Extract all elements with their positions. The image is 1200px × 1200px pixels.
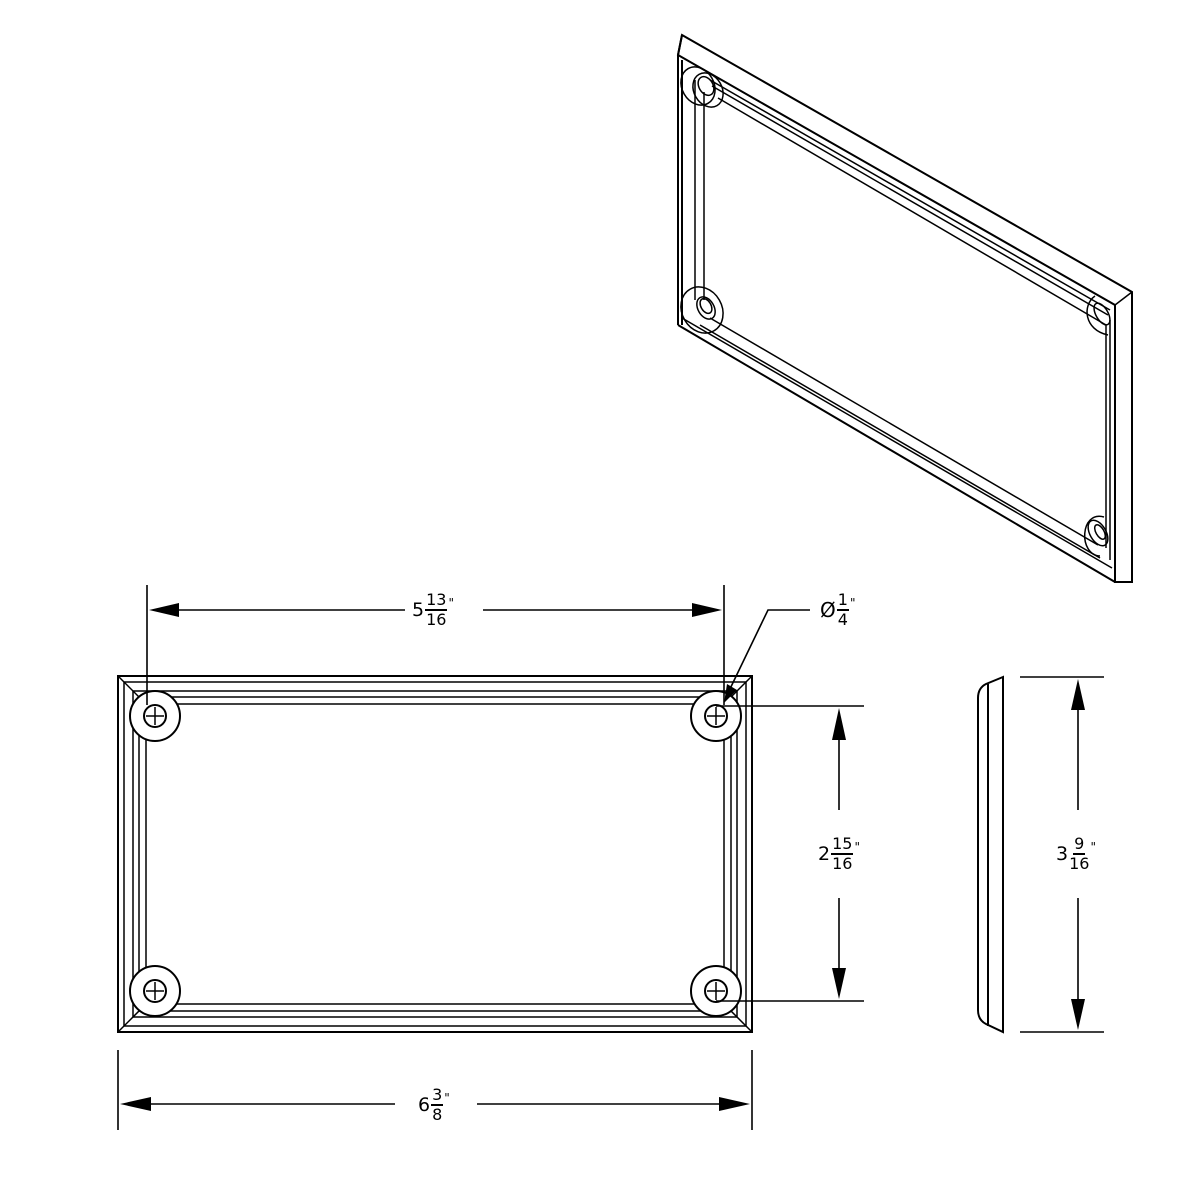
inch-mark: " xyxy=(849,596,856,610)
denominator: 8 xyxy=(432,1105,443,1124)
hole-top-right xyxy=(690,690,742,742)
denominator: 4 xyxy=(837,610,848,629)
numerator: 13 xyxy=(425,590,448,611)
denominator: 16 xyxy=(1069,854,1090,873)
iso-hole-bottom-left xyxy=(680,286,724,334)
numerator: 9 xyxy=(1073,834,1086,855)
label-hole-spacing-height: 2 15 16 " xyxy=(818,836,860,872)
numerator: 3 xyxy=(431,1085,444,1106)
fraction: 1 4 xyxy=(836,590,849,629)
whole-part: 6 xyxy=(418,1093,431,1116)
iso-hole-top-right xyxy=(1086,295,1111,336)
fraction: 9 16 xyxy=(1069,836,1089,872)
dim-hole-diameter-leader xyxy=(724,609,810,703)
inch-mark: " xyxy=(444,1091,450,1105)
dim-overall-height xyxy=(1020,676,1104,1033)
front-view xyxy=(117,675,753,1033)
iso-hole-top-left xyxy=(680,66,724,108)
inch-mark: " xyxy=(1090,840,1096,854)
numerator: 15 xyxy=(831,834,854,855)
diameter-symbol-icon: Ø xyxy=(820,598,836,622)
iso-hole-bottom-right xyxy=(1084,515,1109,557)
fraction: 13 16 xyxy=(425,590,448,629)
label-overall-width: 6 3 8 " xyxy=(418,1087,450,1123)
label-hole-diameter: Ø 1 4 " xyxy=(820,592,855,628)
inch-mark: " xyxy=(854,840,860,854)
denominator: 16 xyxy=(426,610,447,629)
whole-part: 5 xyxy=(412,598,425,621)
isometric-view xyxy=(676,33,1133,583)
whole-part: 3 xyxy=(1056,842,1069,865)
hole-top-left xyxy=(129,690,181,742)
hole-bottom-right xyxy=(690,965,742,1017)
inch-mark: " xyxy=(448,596,454,610)
dim-hole-spacing-width xyxy=(146,585,725,705)
side-view xyxy=(977,675,1004,1034)
whole-part: 2 xyxy=(818,842,831,865)
fraction: 3 8 xyxy=(431,1085,444,1124)
dim-overall-width xyxy=(117,1050,753,1130)
hole-bottom-left xyxy=(129,965,181,1017)
dim-hole-spacing-height xyxy=(716,705,864,1002)
numerator: 1 xyxy=(836,590,849,611)
fraction: 15 16 xyxy=(831,834,854,873)
denominator: 16 xyxy=(832,854,853,873)
label-hole-spacing-width: 5 13 16 " xyxy=(412,592,454,628)
label-overall-height: 3 9 16 " xyxy=(1056,836,1096,872)
